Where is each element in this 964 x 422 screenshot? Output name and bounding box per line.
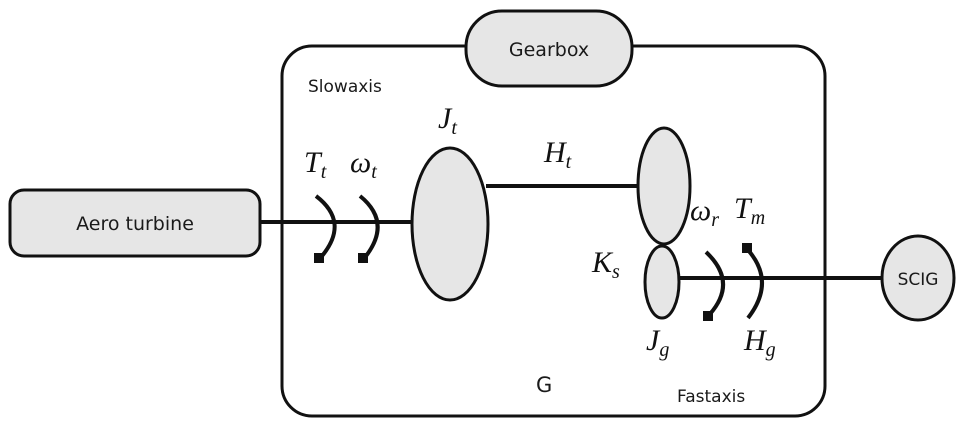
gearbox-shape [464,9,634,88]
large-gear-ellipse [636,126,692,246]
fast-axis-label: Fastaxis [677,387,745,407]
small-gear-ellipse [643,244,681,320]
symbol-ht: Ht [543,136,572,173]
symbol-tm: Tm [734,192,765,229]
speed-arrow-wt [358,194,380,263]
symbol-tt: Tt [304,146,327,183]
rotor-inertia-ellipse [410,146,490,302]
torque-arrow-tt [314,194,337,263]
symbol-hg: Hg [743,324,776,361]
scig-label: SCIG [898,270,939,290]
system-boundary [280,44,827,418]
torque-arrow-tm [742,243,764,320]
slow-axis-label: Slowaxis [308,77,382,97]
gear-ratio-label: G [536,373,552,397]
symbol-wt: ωt [350,146,377,183]
gearbox-block: Gearbox [464,9,634,88]
symbol-jt: Jt [438,102,457,139]
symbol-wr: ωr [690,194,719,231]
scig-block: SCIG [880,234,956,322]
symbol-jg: Jg [646,324,669,361]
aero-turbine-label: Aero turbine [76,213,194,235]
symbol-ks: Ks [591,246,620,283]
speed-arrow-wr [703,250,726,321]
aero-turbine-block: Aero turbine [8,188,262,258]
gearbox-label: Gearbox [509,39,589,61]
